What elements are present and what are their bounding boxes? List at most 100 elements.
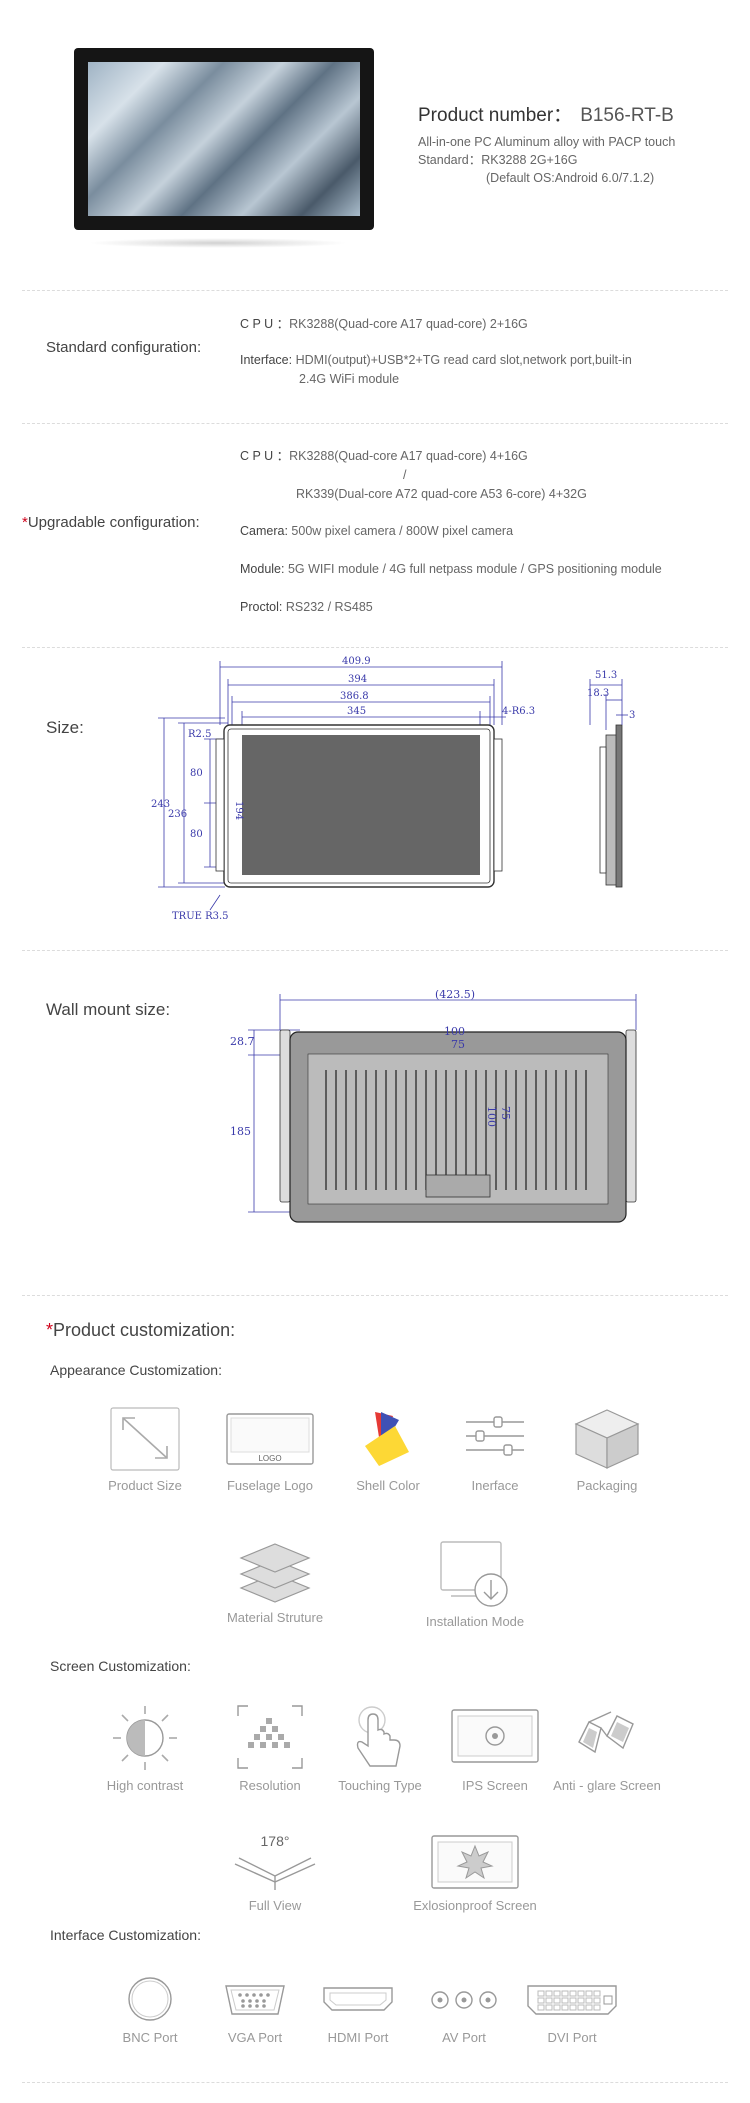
hdmi-port-icon xyxy=(323,1987,393,2011)
cpu-key: C P U ： xyxy=(240,449,290,463)
appearance-label: Fuselage Logo xyxy=(226,1478,313,1493)
layers-icon xyxy=(239,1543,311,1603)
dim-corner-radius: 4-R6.3 xyxy=(502,706,535,717)
interface-line2: 2.4G WiFi module xyxy=(299,372,400,386)
interface-item-vga: VGA Port xyxy=(185,1974,325,2045)
contrast-sun-icon xyxy=(113,1706,177,1770)
appearance-label: Installation Mode xyxy=(425,1614,525,1629)
divider xyxy=(22,1295,728,1296)
upgradable-camera: Camera: 500w pixel camera / 800W pixel c… xyxy=(240,524,513,538)
proctol-key: Proctol: xyxy=(240,600,283,614)
divider xyxy=(22,423,728,424)
wall-mount-drawing: (423.5) 28.7 100 75 185 100 75 xyxy=(230,990,637,1223)
product-desc-line: All-in-one PC Aluminum alloy with PACP t… xyxy=(418,135,676,149)
logo-monitor-icon: LOGO xyxy=(226,1413,314,1465)
size-drawing: 409.9 394 386.8 345 4-R6.3 R2.5 243 236 … xyxy=(151,656,635,922)
screen-item-explosionproof: Exlosionproof Screen xyxy=(405,1832,545,1913)
product-screen-photo xyxy=(88,62,360,216)
default-os: (Default OS:Android 6.0/7.1.2) xyxy=(486,171,655,185)
screen-item-anti-glare: Anti - glare Screen xyxy=(537,1702,677,1793)
screen-label: Full View xyxy=(248,1898,302,1913)
screen-item-ips-screen: IPS Screen xyxy=(425,1702,565,1793)
resolution-icon xyxy=(237,1705,303,1769)
appearance-label: Inerface xyxy=(471,1478,519,1493)
dim-hole-spacing-a: 80 xyxy=(190,768,203,779)
wall-dim-hole-width-inner: 75 xyxy=(451,1038,465,1051)
dim-width-inner: 386.8 xyxy=(340,691,369,702)
dim-true-radius: TRUE R3.5 xyxy=(172,911,229,922)
screen-label: Resolution xyxy=(239,1778,301,1793)
dim-hole-spacing-b: 80 xyxy=(190,829,203,840)
appearance-item-inerface: Inerface xyxy=(425,1406,565,1493)
camera-value: 500w pixel camera / 800W pixel camera xyxy=(291,524,514,538)
touch-hand-icon xyxy=(356,1706,401,1767)
interface-label: BNC Port xyxy=(122,2030,178,2045)
module-key: Module: xyxy=(240,562,285,576)
interface-label: AV Port xyxy=(442,2030,486,2045)
product-image xyxy=(74,48,374,230)
upgradable-config-label: *Upgradable configuration: xyxy=(22,514,200,531)
product-standard: Standard：RK3288 2G+16G xyxy=(418,151,675,169)
screen-label: High contrast xyxy=(106,1778,184,1793)
appearance-item-shell-color: Shell Color xyxy=(318,1406,458,1493)
product-number-label: Product number： xyxy=(418,105,573,126)
dim-screen-height: 194 xyxy=(233,801,244,820)
glasses-icon xyxy=(578,1711,634,1754)
appearance-item-installation-mode: Installation Mode xyxy=(405,1538,545,1629)
upgradable-module: Module: 5G WIFI module / 4G full netpass… xyxy=(240,562,662,576)
standard-interface: Interface: HDMI(output)+USB*2+TG read ca… xyxy=(240,351,632,389)
wall-dim-hole-height: 100 xyxy=(485,1106,498,1127)
screen-item-touching-type: Touching Type xyxy=(310,1702,450,1793)
product-shadow xyxy=(88,238,348,248)
interface-key: Interface: xyxy=(240,353,293,367)
cpu-line1: RK3288(Quad-core A17 quad-core) 4+16G xyxy=(289,449,528,463)
customization-title: *Product customization: xyxy=(46,1320,235,1341)
dim-height-inner: 236 xyxy=(168,809,187,820)
appearance-label: Product Size xyxy=(108,1478,182,1493)
resize-arrow-icon xyxy=(110,1407,180,1471)
standard-config-label: Standard configuration: xyxy=(46,339,202,356)
interface-item-hdmi: HDMI Port xyxy=(288,1974,428,2045)
customization-title-text: Product customization: xyxy=(53,1320,236,1340)
appearance-label: Packaging xyxy=(576,1478,638,1493)
screen-label: IPS Screen xyxy=(462,1778,528,1793)
bnc-port-icon xyxy=(128,1977,172,2021)
divider xyxy=(22,2082,728,2083)
explosion-screen-icon xyxy=(431,1835,519,1889)
cpu-key: C P U ： xyxy=(240,317,290,331)
product-description: All-in-one PC Aluminum alloy with PACP t… xyxy=(418,133,675,187)
screen-label: Touching Type xyxy=(338,1778,422,1793)
interface-item-bnc: BNC Port xyxy=(80,1974,220,2045)
interface-title: Interface Customization: xyxy=(50,1927,201,1943)
cpu-line2: RK339(Dual-core A72 quad-core A53 6-core… xyxy=(296,487,587,501)
standard-value: RK3288 2G+16G xyxy=(481,153,578,167)
screen-item-resolution: Resolution xyxy=(200,1702,340,1793)
dim-height-outer: 243 xyxy=(151,799,170,810)
sliders-icon xyxy=(466,1416,524,1456)
box-icon xyxy=(574,1409,640,1469)
interface-label: VGA Port xyxy=(227,2030,283,2045)
standard-label: Standard： xyxy=(418,153,482,167)
upgradable-cpu: C P U ：RK3288(Quad-core A17 quad-core) 4… xyxy=(240,447,587,504)
dim-radius: R2.5 xyxy=(188,729,211,740)
appearance-item-product-size: Product Size xyxy=(75,1406,215,1493)
logo-text: LOGO xyxy=(258,1454,281,1463)
screen-item-high-contrast: High contrast xyxy=(75,1702,215,1793)
install-screen-icon xyxy=(440,1541,508,1607)
upgradable-proctol: Proctol: RS232 / RS485 xyxy=(240,600,373,614)
camera-key: Camera: xyxy=(240,524,288,538)
required-star: * xyxy=(22,514,28,531)
appearance-label: Material Struture xyxy=(226,1610,324,1625)
divider xyxy=(22,950,728,951)
screen-title: Screen Customization: xyxy=(50,1658,191,1674)
dvi-port-icon xyxy=(527,1985,617,2015)
appearance-item-fuselage-logo: LOGO Fuselage Logo xyxy=(200,1406,340,1493)
wall-dim-width: (423.5) xyxy=(435,990,475,1001)
size-label: Size: xyxy=(46,718,84,737)
interface-label: DVI Port xyxy=(547,2030,597,2045)
screen-label: Exlosionproof Screen xyxy=(413,1898,537,1913)
product-number-value: B156-RT-B xyxy=(580,105,674,126)
dim-width-frame: 394 xyxy=(348,674,367,685)
interface-item-av: AV Port xyxy=(394,1974,534,2045)
screen-label: Anti - glare Screen xyxy=(553,1778,661,1793)
